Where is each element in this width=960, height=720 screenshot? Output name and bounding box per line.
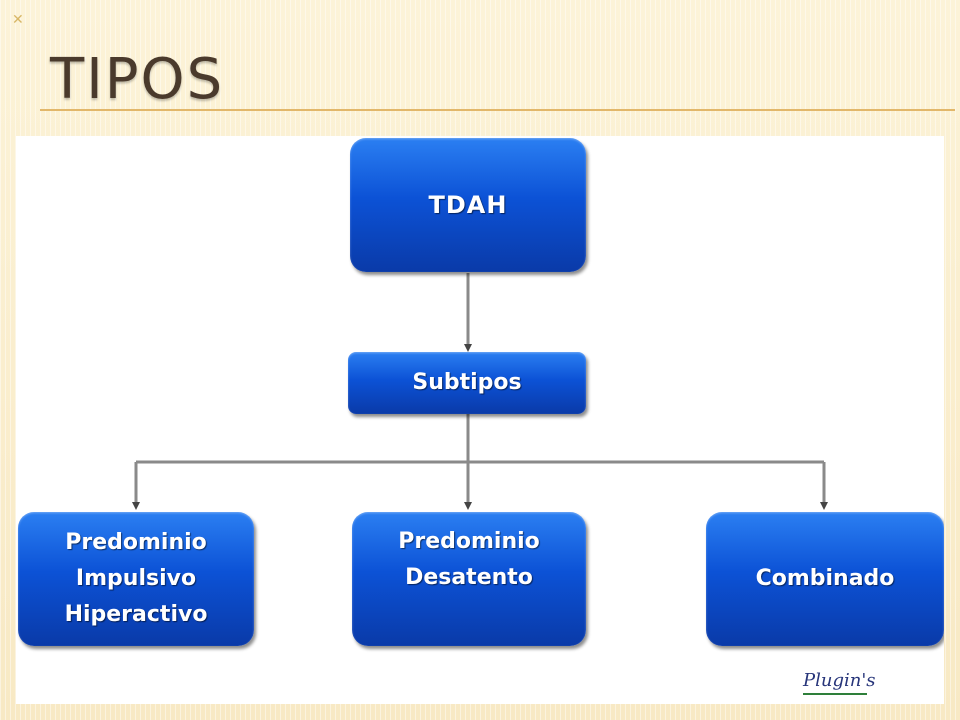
node-tdah: TDAH: [350, 138, 586, 272]
corner-decoration-icon: ✕: [12, 12, 24, 28]
slide-title: TIPOS: [50, 47, 225, 112]
signature-underline: [803, 693, 867, 695]
node-combinado: Combinado: [706, 512, 944, 646]
connector-lines: [132, 273, 828, 510]
node-predominio-desatento: Predominio Desatento: [352, 512, 586, 646]
title-underline: [40, 109, 955, 111]
signature-logo: Plugin's: [803, 670, 876, 691]
node-predominio-impulsivo-hiperactivo: Predominio Impulsivo Hiperactivo: [18, 512, 254, 646]
node-subtipos: Subtipos: [348, 352, 586, 414]
diagram-panel: TDAH Subtipos Predominio Impulsivo Hiper…: [16, 136, 944, 704]
